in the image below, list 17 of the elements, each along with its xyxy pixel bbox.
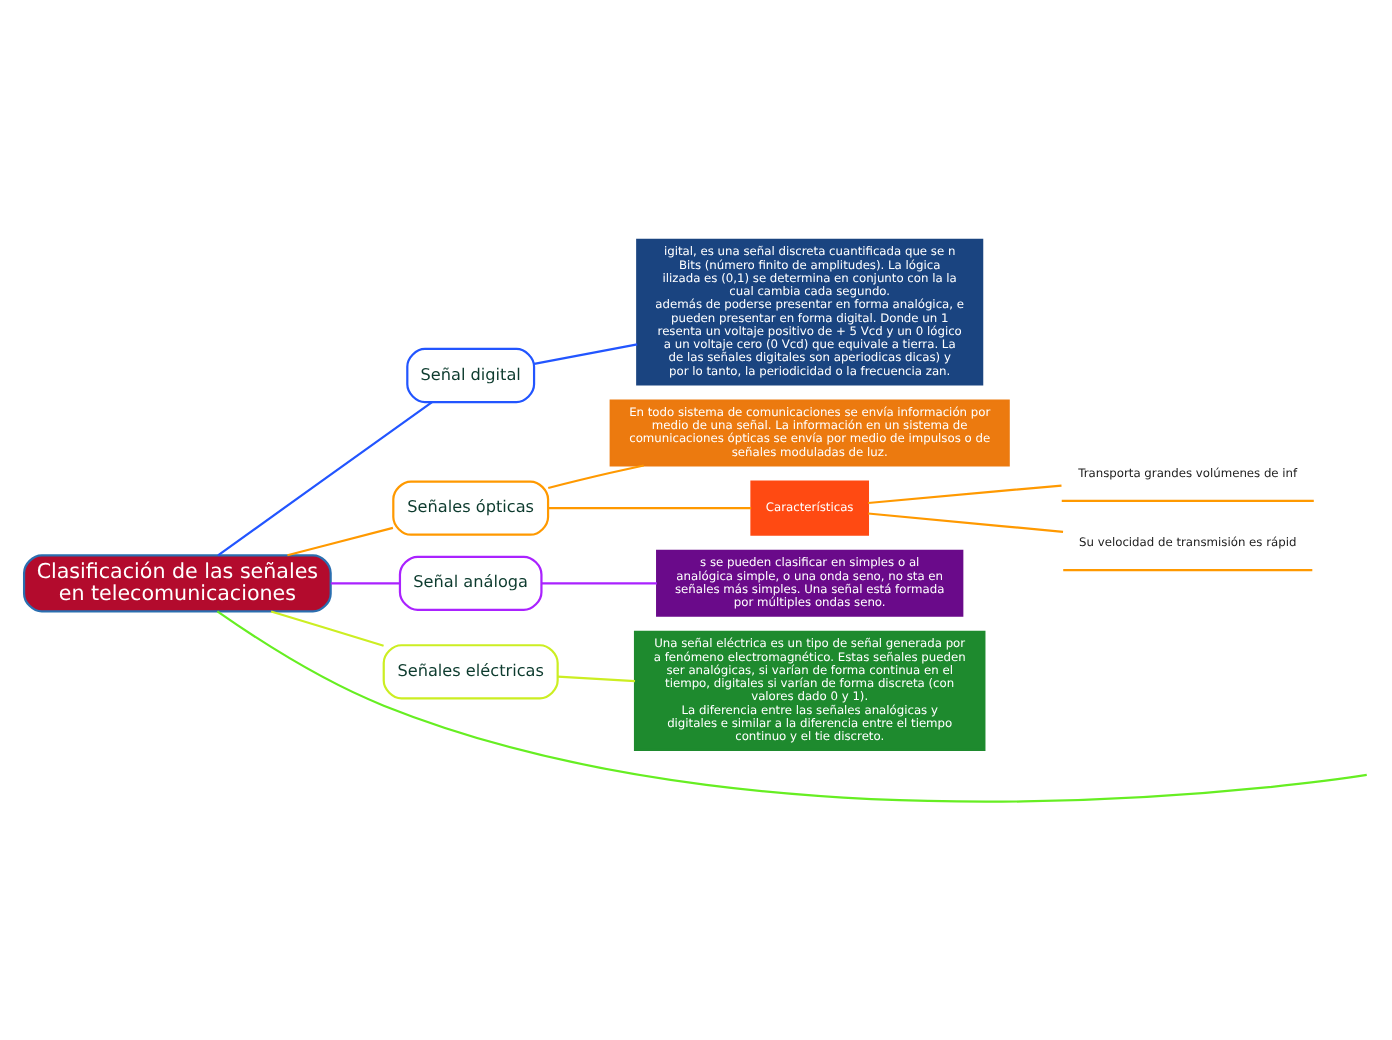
connector: [547, 463, 644, 489]
connector: [216, 609, 1367, 802]
connector: [217, 400, 433, 556]
connector: [868, 511, 1064, 532]
connector: [287, 525, 394, 556]
connector: [557, 674, 636, 682]
node-box: Clasificación de las señales en telecomunicaciones: [23, 553, 332, 612]
connector: [330, 581, 400, 584]
connector: [270, 609, 384, 646]
node-box: Señal digital: [406, 346, 536, 403]
node-box: Señal análoga: [398, 554, 543, 610]
node-box: Señales ópticas: [392, 479, 550, 535]
node-box: Señales eléctricas: [382, 643, 559, 699]
connector: [548, 506, 752, 509]
connector: [534, 342, 638, 364]
connector: [868, 483, 1062, 504]
connector: [541, 581, 657, 584]
